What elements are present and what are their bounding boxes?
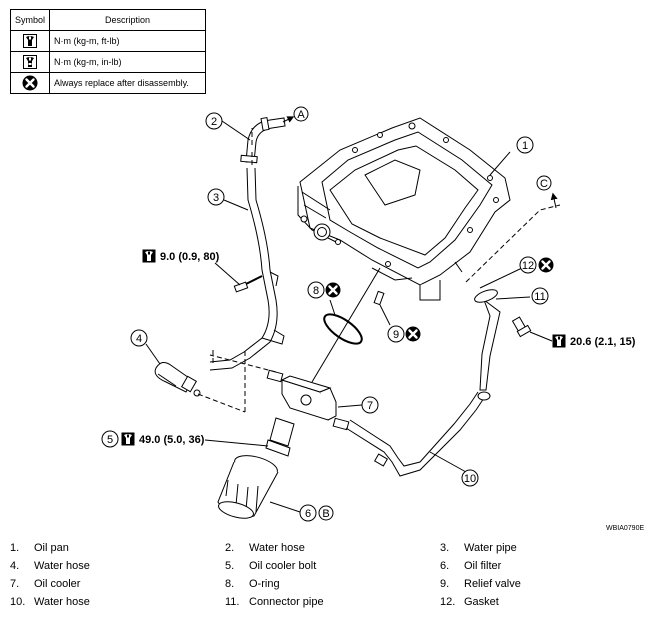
svg-text:7: 7 [367, 400, 373, 412]
arrow-to-c [550, 192, 558, 209]
torque-cooler-bolt: 49.0 (5.0, 36) [121, 432, 205, 446]
replace-x-icon [538, 257, 554, 273]
ref-b: B [318, 505, 334, 521]
svg-text:2: 2 [211, 116, 217, 128]
callout-1: 1 [489, 136, 534, 176]
svg-text:4: 4 [136, 333, 142, 345]
symbol-description: Always replace after disassembly. [49, 72, 206, 94]
svg-text:3: 3 [213, 192, 219, 204]
callout-9: 9 [387, 325, 405, 343]
torque-connector-bolt: 20.6 (2.1, 15) [529, 331, 636, 348]
torque-wrench-icon [552, 334, 566, 348]
legend-row: 10.Water hose 11.Connector pipe 12.Gaske… [10, 596, 499, 608]
callout-12: 12 [519, 256, 537, 274]
cooler-to-pan-line [311, 267, 381, 383]
callout-5: 5 [101, 430, 119, 448]
legend-row: 1.Oil pan 2.Water hose 3.Water pipe [10, 542, 517, 554]
callout-7: 7 [337, 396, 379, 414]
svg-text:10: 10 [464, 473, 476, 485]
svg-text:1: 1 [522, 140, 528, 152]
callout-3: 3 [207, 188, 249, 211]
svg-text:5: 5 [107, 434, 113, 446]
bolt5-leader [204, 439, 269, 447]
torque-pipe-bolt: 9.0 (0.9, 80) [142, 249, 241, 286]
svg-text:A: A [297, 109, 305, 121]
oil-pan [297, 117, 511, 301]
svg-text:9: 9 [393, 329, 399, 341]
symbol-table-header: Symbol Description [9, 9, 206, 31]
svg-text:11: 11 [534, 291, 545, 303]
hose10-leader [429, 451, 467, 473]
ref-a: A [293, 106, 309, 122]
callout-10: 10 [461, 469, 479, 487]
svg-text:12: 12 [522, 260, 534, 272]
torque-wrench-icon [142, 249, 156, 263]
gasket-leader [479, 267, 523, 289]
cooler-dash-line [209, 354, 277, 373]
oil-cooler-bolt [265, 417, 295, 457]
water-hose-upper [240, 116, 286, 164]
parts-legend: 1.Oil pan 2.Water hose 3.Water pipe 4.Wa… [0, 542, 652, 614]
svg-text:C: C [540, 178, 548, 190]
symbol-row: N·m (kg-m, ft-lb) [9, 30, 206, 52]
replace-x-icon [22, 75, 38, 91]
legend-row: 4.Water hose 5.Oil cooler bolt 6.Oil fil… [10, 560, 502, 572]
pipe-bolt [233, 275, 263, 293]
torque-wrench-small-icon [23, 55, 37, 69]
ref-c: C [536, 175, 552, 191]
water-hose-bottom [345, 391, 491, 477]
oring-leader [329, 299, 336, 316]
o-ring [323, 313, 363, 345]
callout-11: 11 [531, 287, 549, 305]
relief-valve [373, 290, 385, 306]
exploded-diagram: 1 2 3 4 5 6 7 8 9 10 11 [101, 106, 644, 532]
oil-filter [217, 455, 279, 519]
svg-text:6: 6 [305, 508, 311, 520]
svg-text:8: 8 [313, 285, 319, 297]
connector-pipe [474, 289, 532, 391]
c-dash-line [465, 204, 561, 283]
figure-code: WBIA0790E [606, 525, 644, 532]
torque-wrench-icon [23, 34, 37, 48]
relief-leader [379, 304, 391, 326]
hose-dash-line [197, 350, 246, 413]
svg-text:9.0 (0.9, 80): 9.0 (0.9, 80) [160, 251, 220, 263]
torque-wrench-icon [121, 432, 135, 446]
svg-text:49.0 (5.0, 36): 49.0 (5.0, 36) [139, 434, 205, 446]
replace-x-icon [405, 326, 421, 342]
symbol-row: N·m (kg-m, in-lb) [9, 51, 206, 73]
replace-x-icon [325, 282, 341, 298]
svg-text:20.6 (2.1, 15): 20.6 (2.1, 15) [570, 336, 636, 348]
svg-text:B: B [322, 508, 329, 520]
filter-leader [269, 501, 301, 513]
symbol-row: Always replace after disassembly. [9, 72, 206, 94]
water-pipe [209, 167, 285, 371]
symbol-table: Symbol Description N·m (kg-m, ft-lb) N·m… [9, 9, 206, 94]
oil-cooler [266, 369, 350, 431]
connector-leader [495, 296, 531, 300]
callout-4: 4 [130, 329, 161, 365]
callout-8: 8 [307, 281, 325, 299]
legend-row: 7.Oil cooler 8.O-ring 9.Relief valve [10, 578, 521, 590]
callout-6: 6 [299, 504, 317, 522]
water-hose-lower-left [154, 362, 201, 397]
callout-2: 2 [205, 112, 251, 141]
arrow-to-a [282, 116, 295, 123]
